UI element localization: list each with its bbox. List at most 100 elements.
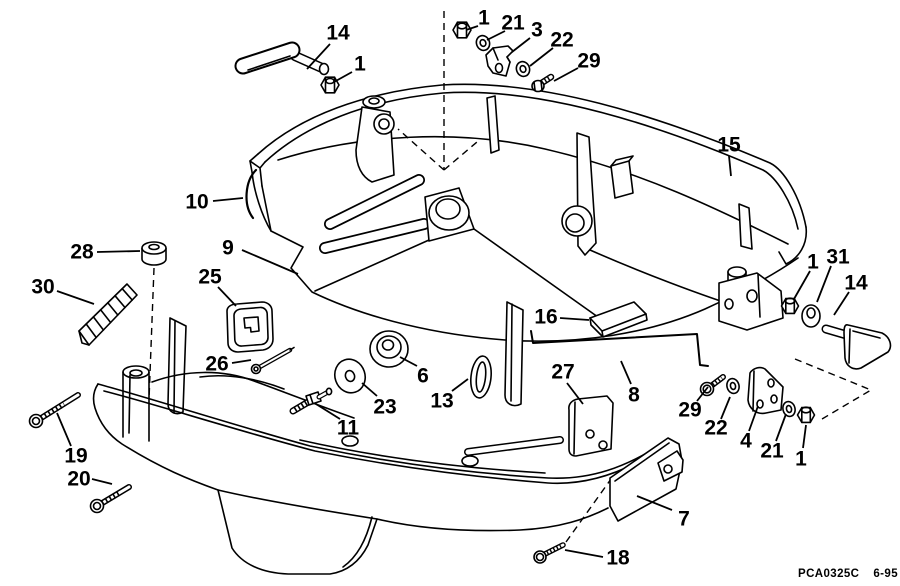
leader-line-1 (465, 25, 479, 31)
callout-1: 1 (478, 7, 490, 30)
part-1-nut-top-left (320, 76, 340, 94)
part-22-washer (515, 60, 531, 78)
part-13-grommet (470, 355, 492, 399)
part-25-latch (226, 301, 274, 353)
callout-16: 16 (534, 306, 557, 329)
callout-21: 21 (760, 440, 784, 463)
leader-line-22 (529, 47, 554, 67)
callout-23: 23 (373, 396, 396, 419)
leader-line-6 (399, 356, 418, 367)
callout-7: 7 (678, 508, 690, 531)
leader-line-3 (511, 37, 531, 53)
leader-line-19 (56, 412, 72, 447)
right-clamp-handle-group (780, 297, 892, 370)
leader-line-28 (96, 250, 141, 253)
callout-6: 6 (417, 365, 429, 388)
part-28-grommet (141, 241, 167, 266)
callout-3: 3 (531, 19, 543, 42)
callout-28: 28 (70, 241, 94, 264)
leader-line-9 (241, 249, 299, 275)
callout-18: 18 (606, 547, 630, 570)
callout-1: 1 (795, 448, 807, 471)
part-3-bracket (485, 45, 514, 77)
leader-line-25 (217, 286, 237, 307)
callout-25: 25 (198, 266, 222, 289)
callout-27: 27 (551, 361, 574, 384)
part-23-washer (333, 358, 367, 394)
callout-29: 29 (678, 399, 701, 422)
part-11-stud (289, 387, 333, 415)
leader-line-1 (333, 71, 353, 83)
catalog-code-date: 6-95 (873, 568, 898, 580)
part-14-clamp-handle-top (234, 41, 330, 76)
leader-line-14 (306, 43, 331, 70)
callout-10: 10 (185, 191, 208, 214)
callout-22: 22 (704, 417, 727, 440)
part-20-screw (89, 484, 132, 514)
leader-line-31 (816, 265, 832, 303)
leader-line-29 (553, 67, 579, 82)
center-hole (428, 195, 470, 231)
part-10-seal (245, 168, 258, 220)
part-14-clamp-handle-right (821, 324, 892, 370)
leader-line-23 (361, 382, 378, 397)
lower-cowl (92, 365, 666, 575)
callout-20: 20 (67, 468, 90, 491)
part-26-pin (250, 346, 295, 375)
top-center-fasteners (452, 21, 555, 93)
front-strap-right (504, 301, 524, 407)
part-31-spacer (801, 304, 821, 328)
leader-line-13 (451, 378, 469, 392)
floor-dashes (397, 128, 478, 171)
leader-line-20 (91, 478, 113, 485)
catalog-code-number: PCA0325C (798, 568, 859, 580)
callout-30: 30 (31, 276, 54, 299)
callout-1: 1 (807, 251, 819, 274)
part-21-washer-lower (782, 400, 796, 418)
part-1-nut (452, 21, 472, 39)
catalog-code: PCA0325C 6-95 (798, 568, 898, 580)
callout-14: 14 (326, 22, 350, 45)
callout-8: 8 (628, 384, 640, 407)
callout-9: 9 (222, 237, 234, 260)
leader-line-29 (696, 386, 709, 402)
part-22-washer-lower (726, 377, 740, 395)
leader-line-4 (748, 405, 759, 432)
part-16-pad (589, 301, 648, 338)
part-29-screw (531, 73, 555, 93)
callout-22: 22 (550, 29, 573, 52)
clamp-bracket (718, 266, 784, 331)
callout-19: 19 (64, 445, 87, 468)
part-27-plate (568, 395, 614, 457)
leader-line-21 (486, 30, 506, 41)
leader-line-8 (620, 360, 632, 385)
leader-line-10 (212, 197, 244, 202)
leader-line-21 (775, 413, 787, 442)
callout-29: 29 (577, 50, 600, 73)
leader-line-1 (802, 424, 807, 449)
part-30-seal-strip (78, 283, 138, 346)
centerline-dashes (148, 11, 873, 543)
part-6-grommet (369, 330, 409, 368)
callout-13: 13 (430, 390, 453, 413)
leader-line-16 (559, 317, 590, 321)
leader-line-26 (231, 359, 252, 364)
leader-line-18 (564, 549, 604, 558)
callout-14: 14 (844, 272, 868, 295)
part-4-bracket (747, 366, 784, 415)
front-strap-left (167, 317, 187, 415)
part-19-screw (28, 392, 81, 429)
part-18-screw (533, 542, 566, 564)
callout-11: 11 (337, 417, 360, 440)
callout-4: 4 (740, 430, 752, 453)
steering-boss (362, 95, 386, 109)
leader-line-30 (56, 290, 95, 305)
callout-21: 21 (501, 12, 525, 35)
leader-line-14 (833, 291, 850, 316)
leader-line-7 (636, 495, 673, 511)
leader-line-27 (566, 382, 584, 405)
callout-15: 15 (717, 134, 741, 157)
